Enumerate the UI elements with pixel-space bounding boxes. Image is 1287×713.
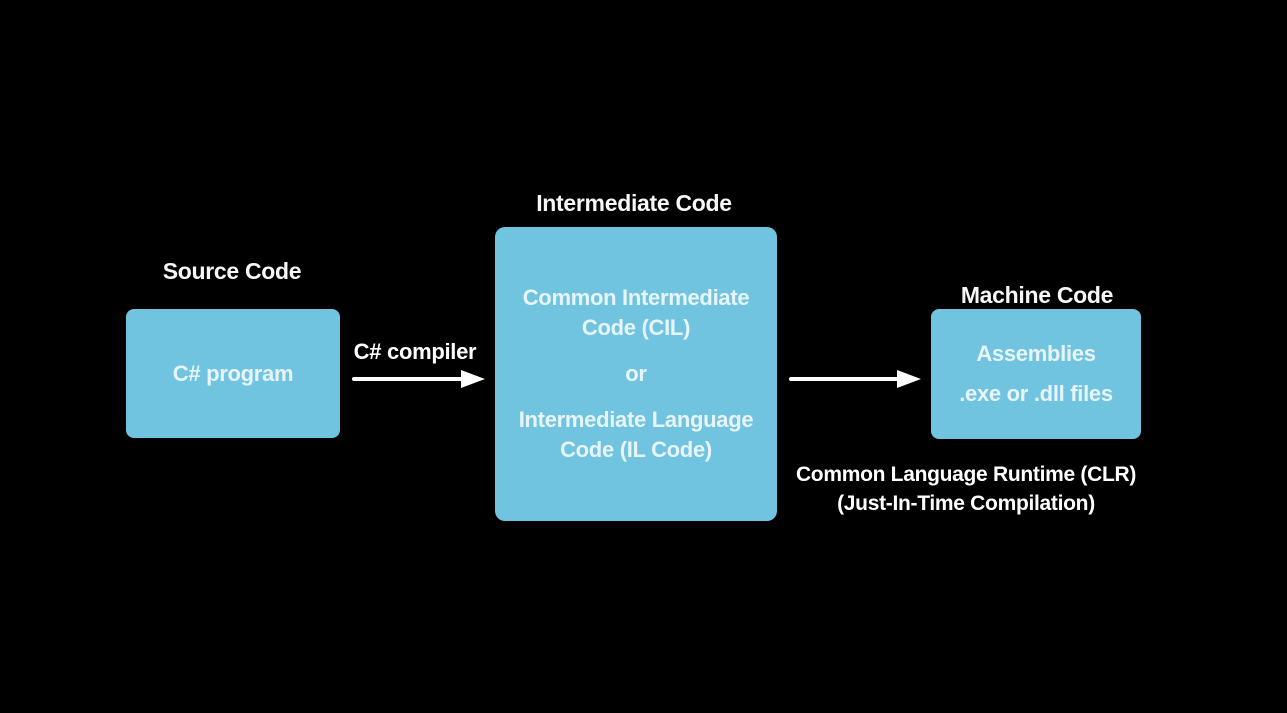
source-code-box: C# program — [126, 309, 340, 438]
intermediate-box-text-il: Intermediate Language Code (IL Code) — [518, 407, 754, 462]
runtime-caption-line1: Common Language Runtime (CLR) — [795, 463, 1137, 486]
runtime-arrow-head-icon — [897, 370, 921, 388]
intermediate-code-box: Common Intermediate Code (CIL) or Interm… — [495, 227, 777, 521]
compiler-arrow-label: C# compiler — [353, 339, 477, 364]
intermediate-code-title: Intermediate Code — [536, 190, 732, 216]
machine-box-text-assemblies: Assemblies — [976, 341, 1096, 366]
machine-box-text-files: .exe or .dll files — [959, 381, 1113, 406]
runtime-caption-line2: (Just-In-Time Compilation) — [837, 492, 1095, 515]
intermediate-box-text-or: or — [625, 361, 647, 386]
source-box-text: C# program — [172, 360, 294, 386]
runtime-arrow-line — [789, 377, 901, 381]
compiler-arrow-line — [352, 377, 464, 381]
machine-code-box: Assemblies .exe or .dll files — [931, 309, 1141, 439]
runtime-caption: Common Language Runtime (CLR) (Just-In-T… — [791, 460, 1141, 518]
intermediate-box-text-cil: Common Intermediate Code (CIL) — [522, 285, 750, 340]
machine-code-title: Machine Code — [960, 282, 1114, 308]
source-code-title: Source Code — [162, 258, 302, 284]
compiler-arrow-head-icon — [461, 370, 485, 388]
